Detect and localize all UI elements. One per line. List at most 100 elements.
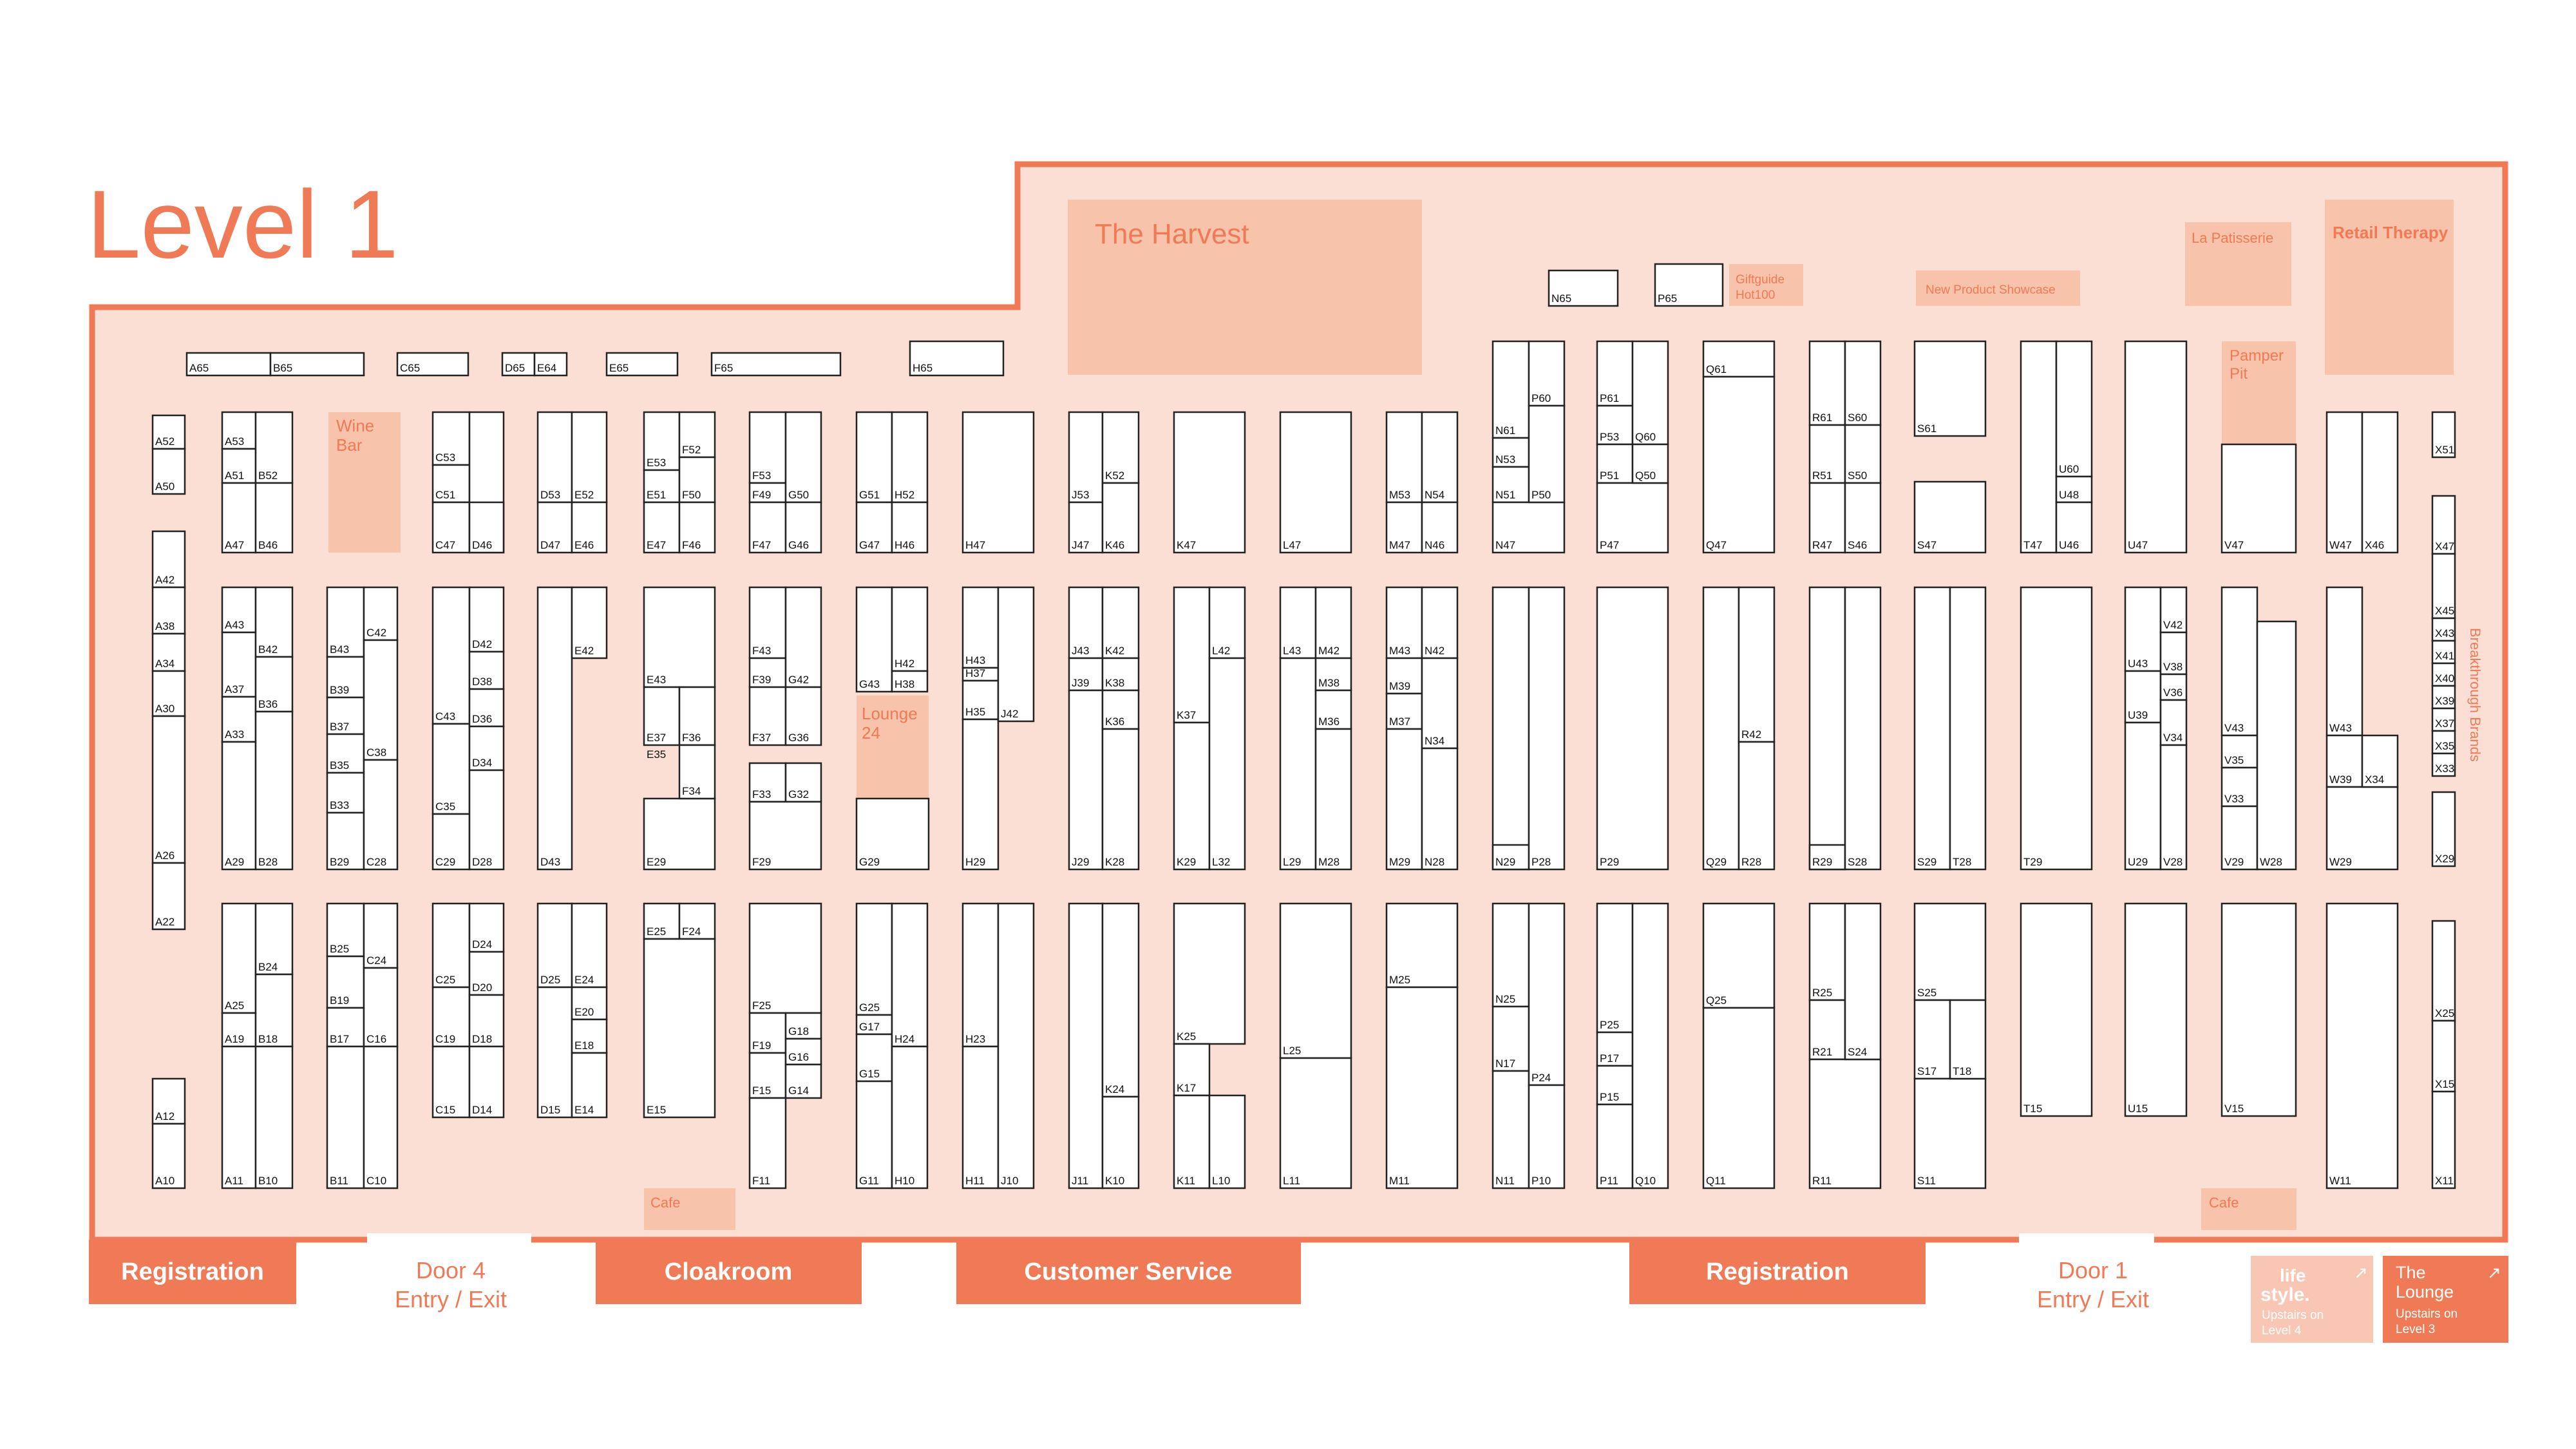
stand-a42[interactable]: A42 [151, 530, 186, 589]
stand-f53[interactable]: F53 [748, 411, 787, 484]
stand-x46[interactable]: X46 [2361, 411, 2399, 554]
stand-m11[interactable]: M11 [1385, 986, 1459, 1189]
stand-r51[interactable]: R51 [1808, 424, 1846, 484]
stand-g29[interactable]: G29 [855, 797, 930, 871]
stand-b19[interactable]: B19 [326, 955, 365, 1009]
stand-d28[interactable]: D28 [468, 769, 505, 871]
stand-c47[interactable]: C47 [431, 501, 471, 554]
stand-a10[interactable]: A10 [151, 1122, 186, 1189]
stand-k42[interactable]: K42 [1101, 586, 1140, 659]
stand-v33[interactable]: V33 [2221, 766, 2259, 808]
stand-g25[interactable]: G25 [855, 902, 893, 1016]
stand-w29[interactable]: W29 [2325, 786, 2399, 871]
stand-n42[interactable]: N42 [1421, 586, 1459, 659]
stand-h43[interactable]: H43 [961, 586, 999, 669]
stand-p47[interactable]: P47 [1596, 482, 1669, 554]
stand-c25[interactable]: C25 [431, 902, 471, 989]
stand-b18[interactable]: B18 [254, 973, 294, 1048]
stand-a65[interactable]: A65 [185, 352, 272, 377]
stand-x47[interactable]: X47 [2431, 495, 2456, 555]
stand-v29[interactable]: V29 [2221, 805, 2259, 871]
stand-a53[interactable]: A53 [221, 411, 257, 450]
stand-x51[interactable]: X51 [2431, 411, 2456, 459]
stand-e37[interactable]: E37 [643, 686, 681, 746]
stand-j47[interactable]: J47 [1068, 501, 1104, 554]
stand-q60[interactable]: Q60 [1631, 340, 1669, 446]
stand-d42[interactable]: D42 [468, 586, 505, 653]
stand-s24[interactable]: S24 [1844, 902, 1882, 1061]
stand-q10[interactable]: Q10 [1631, 902, 1669, 1189]
stand-q11[interactable]: Q11 [1702, 1007, 1776, 1189]
stand-n46[interactable]: N46 [1421, 501, 1459, 554]
stand-p51[interactable]: P51 [1596, 443, 1634, 484]
stand-g36[interactable]: G36 [784, 686, 822, 746]
stand-d53[interactable]: D53 [536, 411, 573, 504]
stand-h24[interactable]: H24 [891, 902, 929, 1048]
zone-lounge-24[interactable]: Lounge 24 [857, 696, 929, 799]
stand-h65[interactable]: H65 [909, 340, 1005, 377]
stand-a43[interactable]: A43 [221, 586, 257, 634]
stand-a34[interactable]: A34 [151, 632, 186, 672]
stand-r42[interactable]: R42 [1738, 586, 1776, 743]
stand-v35[interactable]: V35 [2221, 734, 2259, 769]
stand-k46[interactable]: K46 [1101, 482, 1140, 554]
stand-b39[interactable]: B39 [326, 656, 365, 699]
stand-u60[interactable]: U60 [2055, 340, 2093, 478]
stand-e51[interactable]: E51 [643, 469, 681, 504]
stand-v34[interactable]: V34 [2159, 699, 2188, 746]
stand-x29[interactable]: X29 [2431, 791, 2456, 867]
stand-t15[interactable]: T15 [2020, 902, 2093, 1117]
stand-q47[interactable]: Q47 [1702, 375, 1776, 554]
stand-w43[interactable]: W43 [2325, 586, 2363, 737]
stand-r25[interactable]: R25 [1808, 902, 1846, 1001]
zone-wine-bar[interactable]: Wine Bar [328, 412, 401, 553]
stand-x39[interactable]: X39 [2431, 685, 2456, 710]
stand-c38[interactable]: C38 [363, 639, 399, 761]
stand-e47[interactable]: E47 [643, 501, 681, 554]
zone-la-patisserie[interactable]: La Patisserie [2185, 222, 2291, 306]
stand-f46[interactable]: F46 [678, 501, 716, 554]
stand-g16[interactable]: G16 [784, 1037, 822, 1066]
stand-g42[interactable]: G42 [784, 586, 822, 688]
stand-s46[interactable]: S46 [1844, 482, 1882, 554]
stand-d15[interactable]: D15 [536, 986, 573, 1119]
stand-h35[interactable]: H35 [961, 679, 999, 721]
stand-k38[interactable]: K38 [1101, 657, 1140, 692]
stand-n29[interactable]: N29 [1492, 844, 1530, 871]
stand-r11[interactable]: R11 [1808, 1058, 1882, 1189]
stand-h47[interactable]: H47 [961, 411, 1035, 554]
stand-d24[interactable]: D24 [468, 902, 505, 953]
stand-k24[interactable]: K24 [1101, 902, 1140, 1098]
stand-d38[interactable]: D38 [468, 650, 505, 690]
stand-s50[interactable]: S50 [1844, 424, 1882, 484]
stand-c65[interactable]: C65 [396, 352, 469, 377]
stand-d46[interactable]: D46 [468, 501, 505, 554]
stand-f39[interactable]: F39 [748, 657, 787, 688]
stand-j10[interactable]: J10 [997, 902, 1035, 1189]
stand-v47[interactable]: V47 [2221, 443, 2297, 554]
zone-new-product-showcase[interactable]: New Product Showcase [1916, 270, 2080, 306]
stand-d47[interactable]: D47 [536, 501, 573, 554]
stand-a30[interactable]: A30 [151, 670, 186, 717]
registration-left[interactable]: Registration [89, 1240, 296, 1304]
stand-l11[interactable]: L11 [1279, 1057, 1352, 1189]
stand-w39[interactable]: W39 [2325, 734, 2363, 788]
stand-k11[interactable]: K11 [1173, 1094, 1211, 1189]
cloakroom[interactable]: Cloakroom [596, 1240, 862, 1304]
stand-x41[interactable]: X41 [2431, 639, 2456, 665]
stand-f47[interactable]: F47 [748, 501, 787, 554]
stand-m53[interactable]: M53 [1385, 411, 1423, 504]
stand-e20[interactable]: E20 [571, 986, 608, 1021]
stand-k28[interactable]: K28 [1101, 728, 1140, 871]
stand-x37[interactable]: X37 [2431, 707, 2456, 732]
stand-e46[interactable]: E46 [571, 501, 608, 554]
stand-k47[interactable]: K47 [1173, 411, 1246, 554]
stand-a37[interactable]: A37 [221, 631, 257, 698]
stand-d25[interactable]: D25 [536, 902, 573, 989]
stand-l29[interactable]: L29 [1279, 657, 1317, 871]
stand-h52[interactable]: H52 [891, 411, 929, 504]
stand-f52[interactable]: F52 [678, 411, 716, 459]
stand-k52[interactable]: K52 [1101, 411, 1140, 484]
stand-v43[interactable]: V43 [2221, 586, 2259, 737]
stand-l32[interactable]: L32 [1208, 657, 1246, 871]
